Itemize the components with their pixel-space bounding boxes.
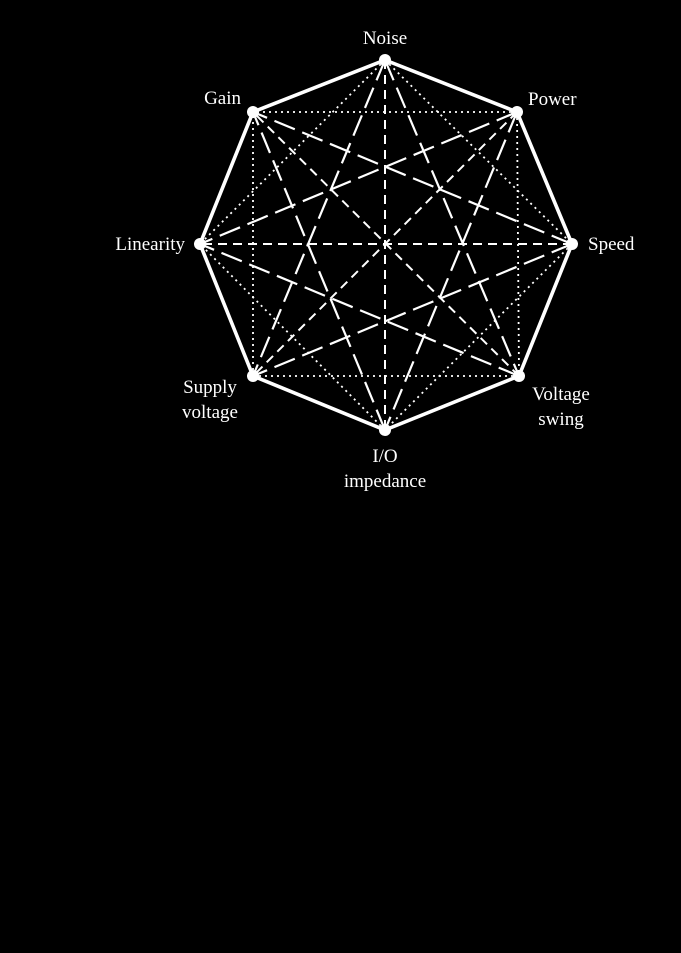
edge-supply-voltage-to-linearity-solid — [198, 242, 255, 378]
node-label-voltage-swing-line-1: Voltage — [532, 384, 590, 405]
node-dot-linearity — [194, 238, 206, 250]
edge-noise-to-speed-dotted — [384, 59, 573, 245]
node-label-speed-line-1: Speed — [588, 234, 635, 255]
node-label-power: Power — [528, 89, 577, 110]
node-label-io-impedance-line-2: impedance — [344, 471, 426, 492]
edge-noise-to-voltage-swing-long-dash — [383, 59, 521, 377]
edge-noise-to-linearity-dotted — [199, 59, 386, 245]
node-dot-voltage-swing — [513, 370, 525, 382]
edge-io-impedance-to-gain-long-dash — [251, 111, 387, 431]
node-label-io-impedance: I/O impedance — [344, 446, 426, 492]
node-label-supply-voltage-line-1: Supply — [183, 377, 237, 398]
edge-speed-to-voltage-swing-solid — [517, 242, 574, 378]
edge-speed-to-io-impedance-dotted — [384, 243, 573, 431]
edge-io-impedance-to-supply-voltage-solid — [251, 374, 387, 432]
connection-lines — [198, 58, 574, 432]
node-label-voltage-swing-line-2: swing — [538, 409, 584, 430]
edge-voltage-swing-to-io-impedance-solid — [383, 374, 521, 432]
node-label-linearity: Linearity — [115, 234, 185, 255]
node-dot-supply-voltage — [247, 370, 259, 382]
node-label-supply-voltage: Supply voltage — [182, 377, 238, 423]
edge-power-to-speed-solid — [515, 110, 574, 246]
node-label-noise: Noise — [363, 28, 407, 49]
node-dot-noise — [379, 54, 391, 66]
node-dot-io-impedance — [379, 424, 391, 436]
node-label-linearity-line-1: Linearity — [115, 234, 185, 255]
node-dot-power — [511, 106, 523, 118]
edge-io-impedance-to-linearity-dotted — [199, 243, 386, 431]
edge-power-to-io-impedance-long-dash — [383, 111, 519, 431]
node-dot-gain — [247, 106, 259, 118]
edge-noise-to-gain-solid — [251, 58, 387, 114]
node-label-gain-line-1: Gain — [204, 88, 241, 109]
node-label-io-impedance-line-1: I/O — [372, 446, 397, 467]
edge-noise-to-supply-voltage-long-dash — [251, 59, 387, 377]
edge-linearity-to-gain-solid — [198, 110, 255, 246]
edge-power-to-linearity-long-dash — [199, 110, 518, 246]
node-label-supply-voltage-line-2: voltage — [182, 402, 238, 423]
node-label-voltage-swing: Voltage swing — [532, 384, 590, 430]
node-label-power-line-1: Power — [528, 89, 577, 110]
edge-speed-to-supply-voltage-long-dash — [252, 242, 573, 378]
node-dots — [194, 54, 578, 436]
node-label-speed: Speed — [588, 234, 635, 255]
edge-noise-to-power-solid — [383, 58, 519, 114]
edge-speed-to-gain-long-dash — [252, 110, 573, 246]
node-dot-speed — [566, 238, 578, 250]
edge-voltage-swing-to-gain-dashed — [252, 111, 520, 377]
node-label-gain: Gain — [204, 88, 241, 109]
node-label-noise-line-1: Noise — [363, 28, 407, 49]
